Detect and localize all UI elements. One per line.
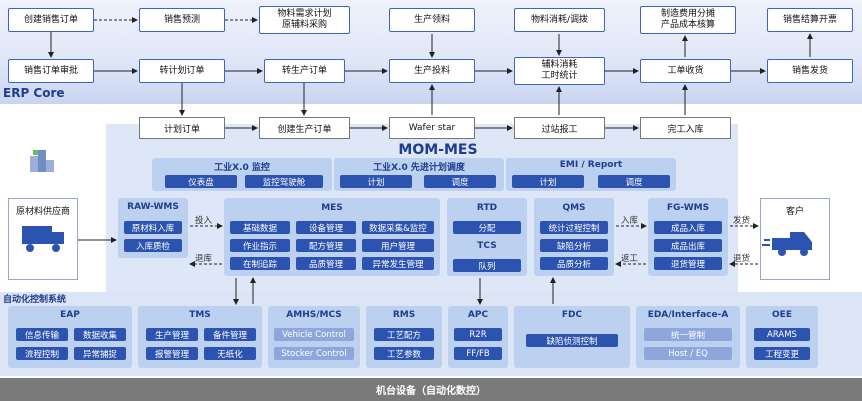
chip-schedule-plan[interactable]: 计划 (340, 175, 412, 188)
erp-create-sales-order[interactable]: 创建销售订单 (8, 8, 94, 32)
chip-fault-detection[interactable]: 缺陷侦测控制 (526, 334, 618, 347)
flow-label-return: 退库 (195, 254, 213, 264)
erp-order-receipt[interactable]: 工单收货 (640, 59, 731, 83)
chip-ff-fb[interactable]: FF/FB (454, 347, 502, 360)
chip-incoming-inspection[interactable]: 入库质检 (124, 239, 182, 252)
erp-auxiliary-consumption[interactable]: 辅料消耗 工时统计 (514, 57, 605, 85)
tms-title: TMS (189, 310, 211, 320)
flow-label-in: 投入 (195, 216, 213, 226)
rms-title: RMS (392, 310, 416, 320)
erp-to-plan-order[interactable]: 转计划订单 (139, 59, 225, 83)
mes-title: MES (321, 203, 343, 213)
oee-title: OEE (772, 310, 792, 320)
qms-title: QMS (562, 203, 586, 213)
chip-r2r[interactable]: R2R (454, 328, 502, 341)
chip-basic-data[interactable]: 基础数据 (230, 221, 290, 234)
factory-icon (30, 150, 54, 172)
chip-process-params[interactable]: 工艺参数 (374, 347, 434, 360)
rtd-title: RTD (476, 203, 498, 213)
industry-monitor-title: 工业X.0 监控 (214, 163, 270, 173)
chip-monitor-cockpit[interactable]: 监控驾驶舱 (245, 175, 323, 188)
chip-paperless[interactable]: 无纸化 (204, 347, 256, 360)
mom-mes-title: MOM-MES (398, 142, 478, 158)
erp-core-label: ERP Core (3, 86, 65, 100)
customer-truck-icon (762, 232, 812, 256)
chip-info-transfer[interactable]: 信息传输 (16, 328, 68, 341)
chip-spc[interactable]: 统计过程控制 (540, 221, 608, 234)
chip-return-management[interactable]: 退货管理 (654, 257, 722, 270)
chip-emi-plan[interactable]: 计划 (512, 175, 584, 188)
chip-quality-management[interactable]: 品质管理 (296, 257, 356, 270)
emi-report-title: EMI / Report (559, 160, 623, 170)
flow-label-ship: 发货 (733, 216, 751, 226)
chip-arams[interactable]: ARAMS (754, 328, 810, 341)
process-create-production-order[interactable]: 创建生产订单 (259, 117, 350, 139)
chip-work-instruction[interactable]: 作业指示 (230, 239, 290, 252)
eda-title: EDA/Interface-A (647, 310, 729, 320)
raw-wms-title: RAW-WMS (127, 202, 179, 212)
erp-sales-order-approval[interactable]: 销售订单审批 (8, 59, 94, 83)
amhs-title: AMHS/MCS (286, 310, 342, 320)
flow-label-back: 退货 (733, 254, 751, 264)
chip-user-management[interactable]: 用户管理 (362, 239, 434, 252)
fdc-title: FDC (561, 310, 583, 320)
customer-label: 客户 (785, 207, 804, 217)
fg-wms-title: FG-WMS (666, 203, 710, 213)
chip-rtd-allocate[interactable]: 分配 (453, 221, 521, 234)
chip-exception-management[interactable]: 异常发生管理 (362, 257, 434, 270)
chip-raw-material-storage[interactable]: 原材料入库 (124, 221, 182, 234)
chip-vehicle-control[interactable]: Vehicle Control (274, 328, 354, 341)
chip-finished-storage[interactable]: 成品入库 (654, 221, 722, 234)
chip-recipe-management[interactable]: 配方管理 (296, 239, 356, 252)
erp-cost-accounting[interactable]: 制造费用分摊 产品成本核算 (640, 6, 736, 34)
erp-sales-forecast[interactable]: 销售预测 (139, 8, 225, 32)
erp-sales-delivery[interactable]: 销售发货 (767, 59, 853, 83)
chip-production-management[interactable]: 生产管理 (146, 328, 198, 341)
erp-sales-invoice[interactable]: 销售结算开票 (767, 8, 853, 32)
eap-title: EAP (60, 310, 80, 320)
erp-production-feeding[interactable]: 生产投料 (389, 59, 475, 83)
supplier-label: 原材料供应商 (15, 207, 70, 217)
apc-title: APC (467, 310, 489, 320)
tcs-title: TCS (477, 241, 497, 251)
flow-label-rework: 返工 (621, 254, 639, 264)
erp-to-production-order[interactable]: 转生产订单 (264, 59, 345, 83)
chip-exception-capture[interactable]: 异常捕捉 (74, 347, 126, 360)
process-station-report[interactable]: 过站报工 (514, 117, 605, 139)
chip-finished-outbound[interactable]: 成品出库 (654, 239, 722, 252)
chip-quality-analysis[interactable]: 品质分析 (540, 257, 608, 270)
chip-emi-dispatch[interactable]: 调度 (598, 175, 670, 188)
chip-data-collection[interactable]: 数据采集&监控 (362, 221, 434, 234)
chip-unified-control[interactable]: 统一管制 (644, 328, 732, 341)
chip-alarm-management[interactable]: 报警管理 (146, 347, 198, 360)
process-plan-order[interactable]: 计划订单 (139, 117, 225, 139)
chip-defect-analysis[interactable]: 缺陷分析 (540, 239, 608, 252)
erp-production-picking[interactable]: 生产领料 (389, 8, 475, 32)
chip-schedule-dispatch[interactable]: 调度 (424, 175, 496, 188)
chip-wip-tracking[interactable]: 在制追踪 (230, 257, 290, 270)
automation-label: 自动化控制系统 (3, 295, 67, 305)
supplier-truck-icon (22, 226, 64, 252)
chip-tcs-queue[interactable]: 队列 (453, 259, 521, 272)
erp-mrp-purchase[interactable]: 物料需求计划 原辅料采购 (259, 6, 350, 34)
chip-flow-control[interactable]: 流程控制 (16, 347, 68, 360)
flow-label-store: 入库 (621, 216, 639, 226)
machine-equipment-band: 机台设备（自动化数控） (0, 378, 862, 401)
process-wafer-star[interactable]: Wafer star (389, 117, 475, 139)
industry-schedule-title: 工业X.0 先进计划调度 (373, 163, 465, 173)
chip-data-gathering[interactable]: 数据收集 (74, 328, 126, 341)
chip-host-eq[interactable]: Host / EQ (644, 347, 732, 360)
chip-spare-parts[interactable]: 备件管理 (204, 328, 256, 341)
erp-material-consumption[interactable]: 物料消耗/调拨 (514, 8, 605, 32)
chip-dashboard[interactable]: 仪表盘 (165, 175, 237, 188)
process-completion-storage[interactable]: 完工入库 (640, 117, 731, 139)
chip-stocker-control[interactable]: Stocker Control (274, 347, 354, 360)
chip-process-recipe[interactable]: 工艺配方 (374, 328, 434, 341)
chip-engineering-change[interactable]: 工程变更 (754, 347, 810, 360)
chip-equipment-management[interactable]: 设备管理 (296, 221, 356, 234)
